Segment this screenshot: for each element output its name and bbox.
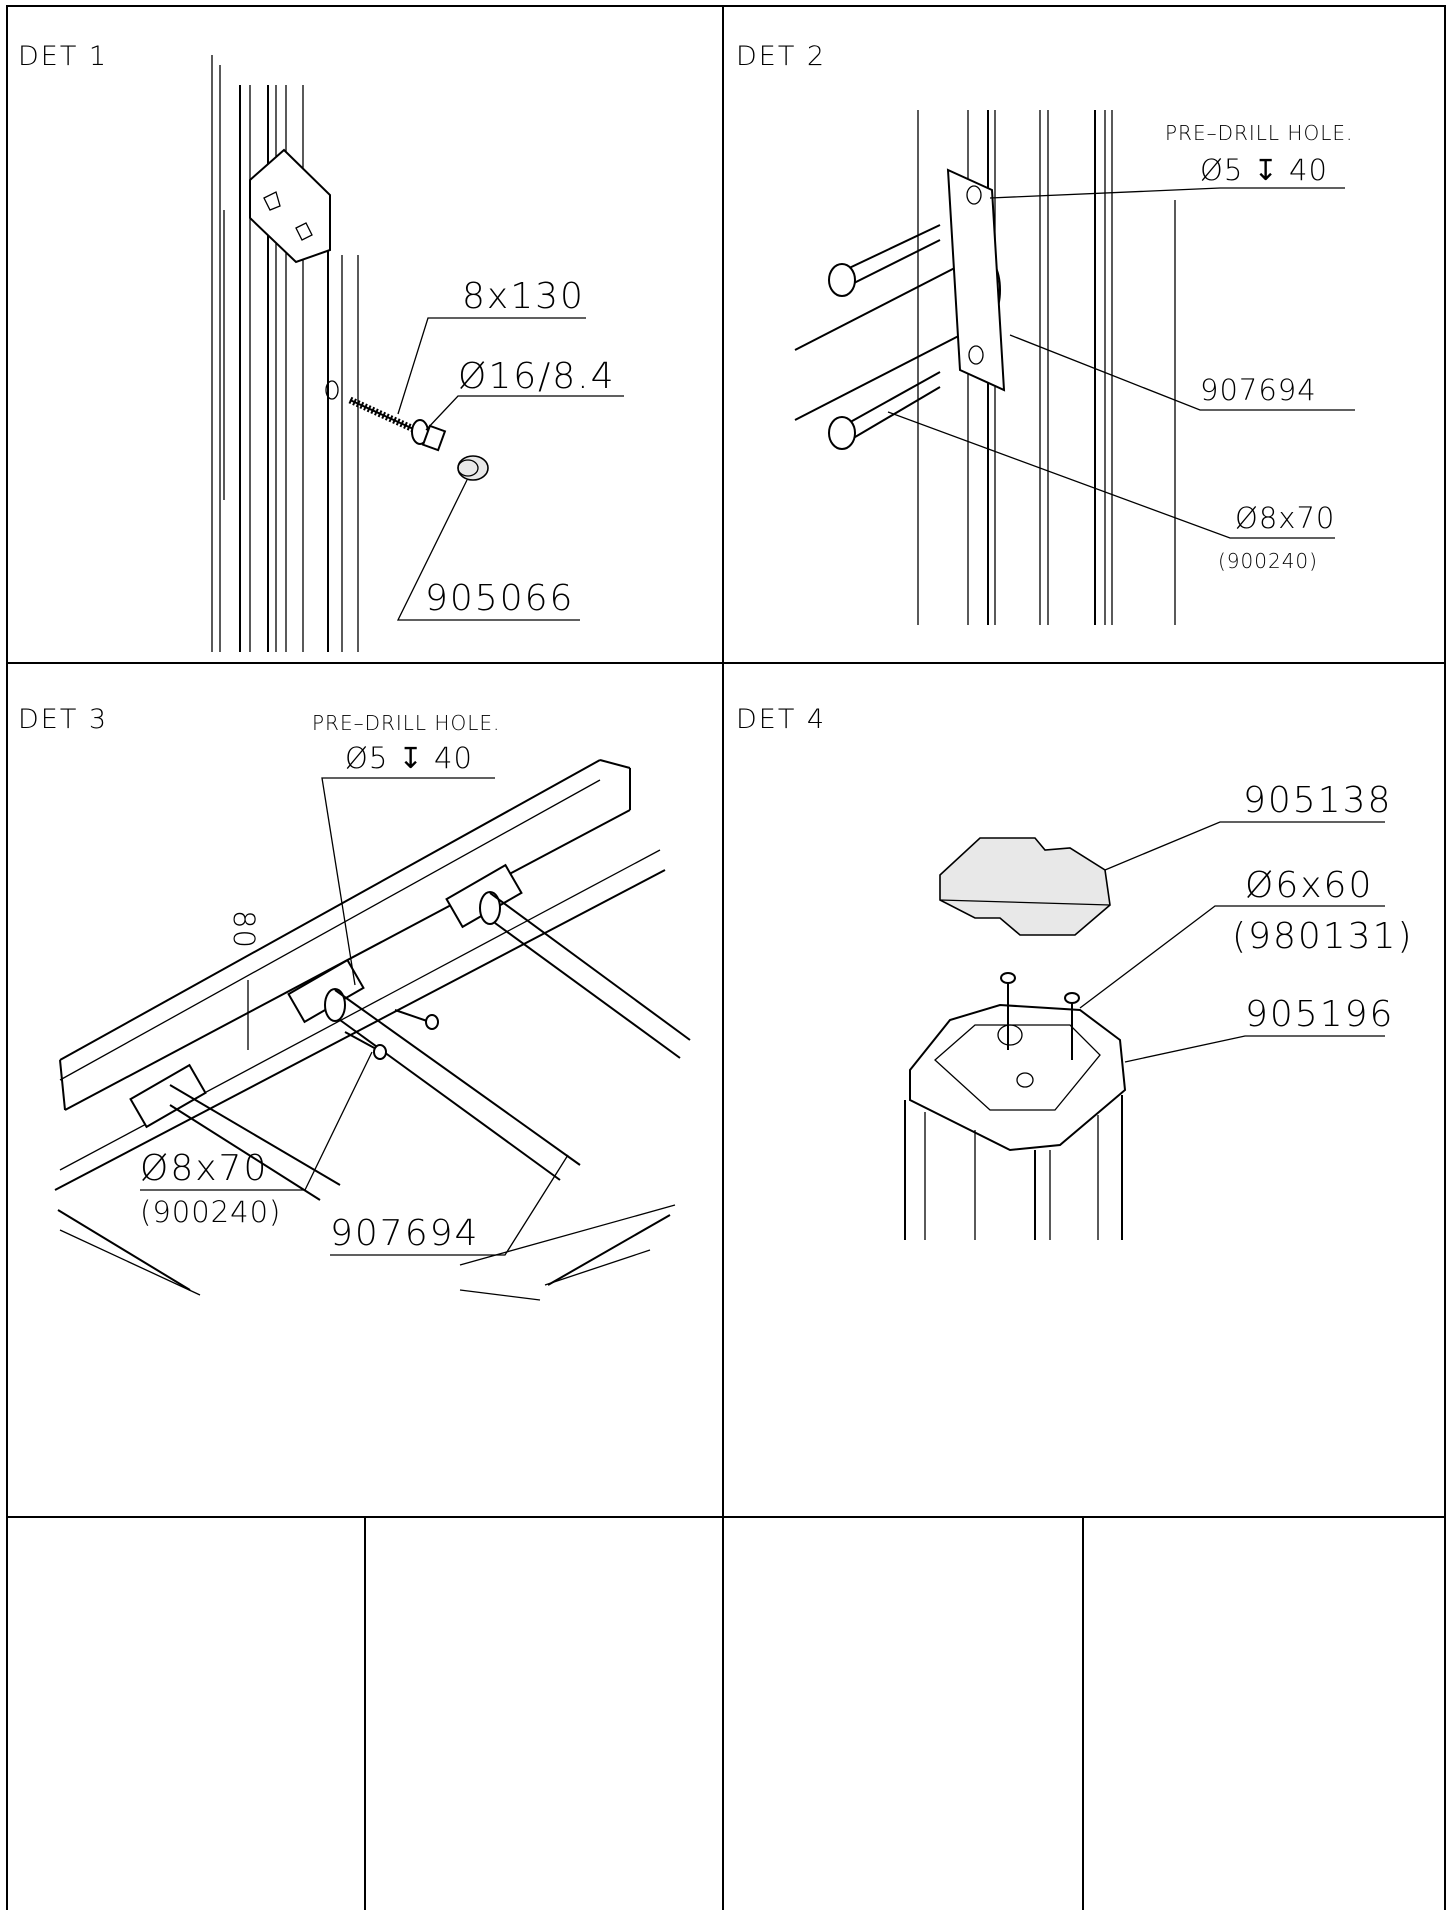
detail-2: DET 2 PRE–DR (736, 41, 1355, 625)
leader-predrill (989, 187, 1345, 199)
callout-8x130: 8x130 (462, 276, 585, 317)
callout-907694-3: 907694 (330, 1213, 479, 1254)
detail-1-title: DET 1 (18, 41, 108, 72)
predrill-note-3: PRE–DRILL HOLE. (312, 711, 500, 735)
leader-screw (887, 411, 1335, 539)
detail-4-title: DET 4 (736, 704, 826, 735)
screws-900240-drawing (828, 224, 941, 450)
leader-905138 (1104, 821, 1385, 871)
callout-screw-size: Ø8x70 (1235, 501, 1335, 535)
callout-905138: 905138 (1243, 780, 1392, 821)
callout-screw-size-4: Ø6x60 (1245, 865, 1373, 906)
detail-2-title: DET 2 (736, 41, 826, 72)
detail-3: DET 3 (18, 704, 691, 1301)
screws-drawing (344, 1009, 439, 1060)
leader-predrill-3 (321, 777, 495, 986)
rails-907694-drawing (129, 863, 691, 1201)
dimension-80: 80 (227, 910, 261, 949)
predrill-note: PRE–DRILL HOLE. (1165, 121, 1353, 145)
callout-washer: Ø16/8.4 (458, 356, 616, 397)
callout-905066: 905066 (425, 578, 574, 619)
leader-905066 (396, 479, 580, 621)
leader-8x130 (397, 317, 586, 415)
callout-907694: 907694 (1200, 373, 1317, 407)
leader-washer (425, 395, 624, 431)
leader-screw-3 (300, 1051, 373, 1191)
post-profile-drawing (211, 55, 359, 652)
leader-907694-3 (330, 1154, 569, 1256)
post-cap-905196-drawing (904, 1003, 1127, 1240)
callout-screw-size-3: Ø8x70 (140, 1148, 268, 1189)
cover-905138-drawing (939, 837, 1111, 936)
screws-980131-drawing (1000, 972, 1080, 1060)
lag-screw-drawing (348, 396, 447, 452)
callout-screw-ref: (900240) (1218, 549, 1318, 573)
detail-3-title: DET 3 (18, 704, 108, 735)
leader-907694 (1009, 334, 1355, 411)
leader-980131 (1079, 905, 1385, 1009)
cap-905066-drawing (457, 455, 489, 481)
detail-4: DET 4 905138 Ø6x60 (980131) (736, 704, 1414, 1240)
callout-screw-ref-3: (900240) (140, 1195, 281, 1229)
predrill-spec: Ø5 ↧ 40 (1200, 153, 1328, 187)
callout-screw-ref-4: (980131) (1232, 916, 1414, 957)
leader-905196 (1124, 1035, 1385, 1063)
detail-1: DET 1 (18, 41, 624, 652)
callout-905196: 905196 (1245, 994, 1394, 1035)
rail-bracket-907694-drawing (794, 168, 1006, 421)
sheet-frame (6, 5, 1446, 1910)
predrill-spec-3: Ø5 ↧ 40 (345, 741, 473, 775)
